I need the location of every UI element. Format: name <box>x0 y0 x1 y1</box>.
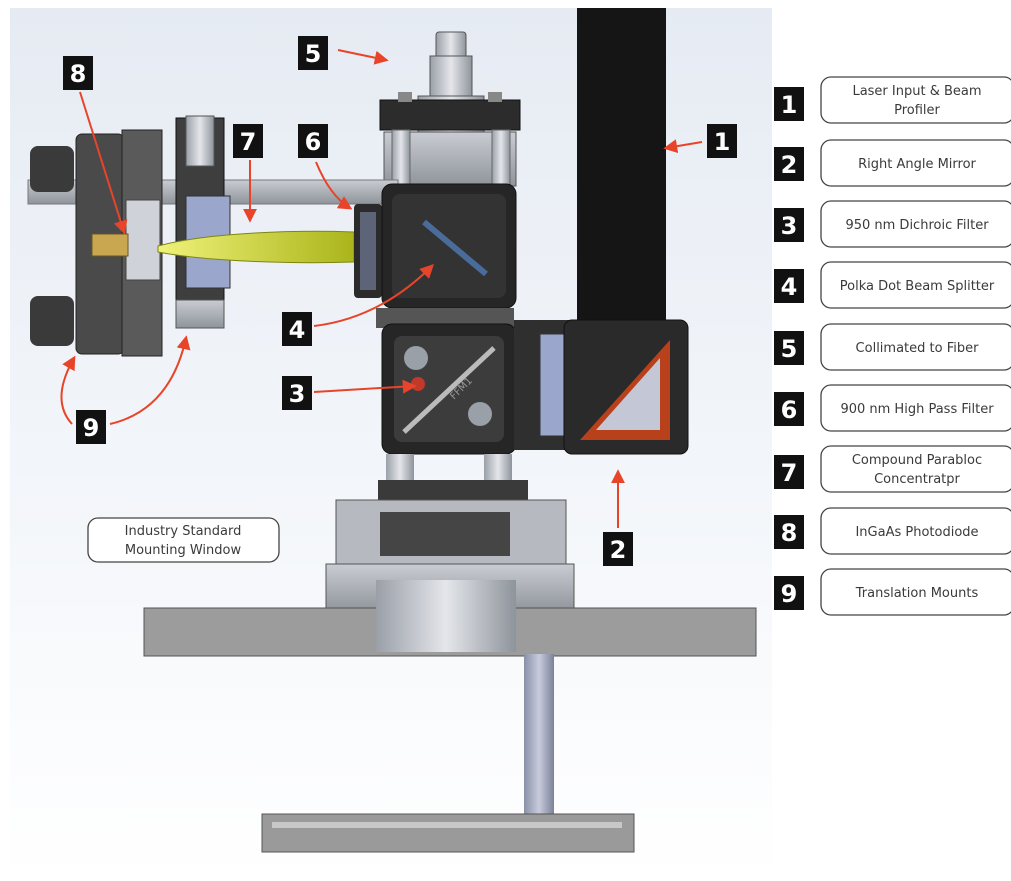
legend-item-9: 9 Translation Mounts <box>774 568 1011 616</box>
fiber-collimator <box>379 31 521 189</box>
arrow-9a <box>60 355 76 425</box>
svg-text:5: 5 <box>781 335 798 363</box>
svg-text:1: 1 <box>714 128 731 156</box>
arrow-1 <box>663 139 703 154</box>
svg-text:4: 4 <box>781 273 798 301</box>
arrow-4 <box>313 264 434 327</box>
arrow-5 <box>337 49 389 65</box>
legend-label-7a: Compound Parabloc <box>852 453 982 468</box>
svg-text:5: 5 <box>305 40 322 68</box>
svg-text:2: 2 <box>610 536 627 564</box>
badge-9: 9 <box>76 410 106 444</box>
legend-item-8: 8 InGaAs Photodiode <box>774 507 1011 555</box>
badge-1-drawing: 1 <box>707 124 737 158</box>
svg-text:9: 9 <box>781 580 798 608</box>
badge-5: 5 <box>298 36 328 70</box>
svg-text:3: 3 <box>781 212 798 240</box>
svg-text:6: 6 <box>305 128 322 156</box>
legend-item-5: 5 Collimated to Fiber <box>774 323 1011 371</box>
legend-label-2: Right Angle Mirror <box>858 157 976 172</box>
badge-3: 3 <box>282 376 312 410</box>
svg-text:8: 8 <box>781 519 798 547</box>
legend-item-7: 7 Compound Parabloc Concentratpr <box>774 445 1011 493</box>
svg-text:3: 3 <box>289 380 306 408</box>
badge-6: 6 <box>298 124 328 158</box>
legend-label-4: Polka Dot Beam Splitter <box>840 279 995 294</box>
mounting-window-line-2: Mounting Window <box>125 543 242 558</box>
svg-text:6: 6 <box>781 396 798 424</box>
legend-label-8: InGaAs Photodiode <box>855 525 978 540</box>
laser-input-tube <box>577 8 666 320</box>
badge-2-drawing: 2 <box>603 532 633 566</box>
right-angle-mirror <box>514 319 689 455</box>
translation-mounts <box>27 115 399 357</box>
svg-text:4: 4 <box>289 316 306 344</box>
svg-text:8: 8 <box>70 60 87 88</box>
legend-label-1a: Laser Input & Beam <box>852 84 981 99</box>
legend-label-7b: Concentratpr <box>874 472 960 487</box>
legend-label-5: Collimated to Fiber <box>856 341 980 356</box>
high-pass-filter <box>354 204 382 298</box>
badge-4: 4 <box>282 312 312 346</box>
legend-item-4: 4 Polka Dot Beam Splitter <box>774 261 1011 309</box>
legend-item-6: 6 900 nm High Pass Filter <box>774 384 1011 432</box>
legend-item-2: 2 Right Angle Mirror <box>774 139 1011 187</box>
legend-item-3: 3 950 nm Dichroic Filter <box>774 200 1011 248</box>
legend-label-6: 900 nm High Pass Filter <box>840 402 994 417</box>
badge-8: 8 <box>63 56 93 90</box>
legend: 1 Laser Input & Beam Profiler 2 Right An… <box>774 76 1011 616</box>
arrow-6 <box>315 161 353 210</box>
callout-arrows <box>60 49 703 528</box>
arrow-8 <box>79 91 128 235</box>
legend-label-3: 950 nm Dichroic Filter <box>845 218 989 233</box>
mounting-base <box>143 454 757 853</box>
arrow-3 <box>313 379 417 394</box>
svg-text:1: 1 <box>781 91 798 119</box>
beam-splitter-cube <box>381 183 517 309</box>
svg-text:9: 9 <box>83 414 100 442</box>
svg-text:2: 2 <box>781 151 798 179</box>
dichroic-cube: FFM1 <box>376 308 517 455</box>
svg-text:7: 7 <box>240 128 257 156</box>
arrow-9b <box>109 335 191 425</box>
legend-item-1: 1 Laser Input & Beam Profiler <box>774 76 1011 124</box>
mounting-window-label: Industry Standard Mounting Window <box>87 517 280 563</box>
mounting-window-line-1: Industry Standard <box>125 524 242 539</box>
svg-text:7: 7 <box>781 459 798 487</box>
badge-7: 7 <box>233 124 263 158</box>
legend-label-9: Translation Mounts <box>855 586 979 601</box>
legend-label-1b: Profiler <box>894 103 940 118</box>
